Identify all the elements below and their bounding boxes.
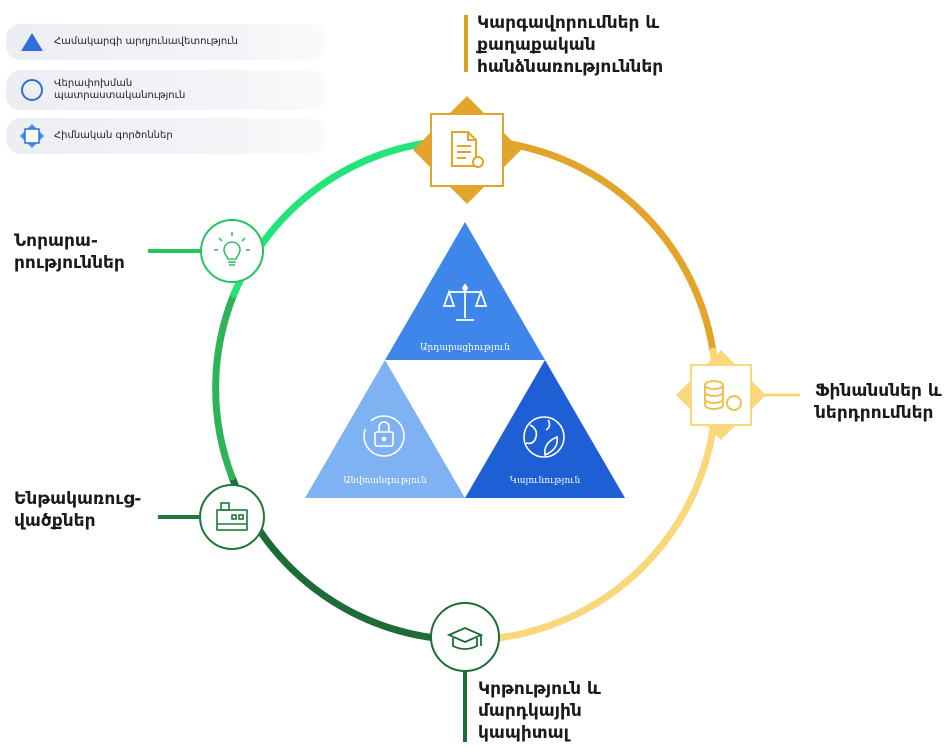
triangle-sustainability: Կայունություն	[465, 360, 625, 498]
legend-item-transition-readiness: Վերափոխման պատրաստականություն	[6, 70, 326, 110]
ring-icon	[21, 79, 43, 101]
outer-ring	[212, 136, 720, 644]
label-line: ներդրումներ	[815, 403, 934, 423]
label-line: Ֆինանսներ և	[815, 381, 942, 401]
label-line: հանձնառություններ	[477, 57, 664, 77]
coins-icon	[704, 380, 742, 411]
legend-item-key-factors: Հիմնական գործոններ	[6, 118, 326, 154]
triangle-equity-label: Արդարացիություն	[420, 343, 510, 353]
document-icon	[451, 131, 484, 168]
lightbulb-icon	[214, 232, 250, 266]
label-line: քաղաքական	[477, 35, 596, 55]
scales-icon	[442, 284, 488, 321]
label-line: վածքներ	[14, 511, 96, 531]
label-finance: Ֆինանսներ և ներդրումներ	[815, 380, 942, 424]
lock-icon	[363, 415, 405, 457]
ring-arc-education-infrastructure	[228, 473, 470, 644]
triangle-equity: Արդարացիություն	[385, 222, 545, 360]
ring-arc-infrastructure-innovation	[212, 290, 238, 481]
label-line: Նորարա-	[14, 231, 98, 251]
label-line: Ենթակառուց-	[14, 489, 142, 509]
triangle-sustainability-label: Կայունություն	[510, 476, 581, 486]
label-line: րություններ	[14, 253, 125, 273]
node-finance	[676, 350, 766, 440]
label-innovation: Նորարա- րություններ	[14, 230, 125, 274]
label-line: կապիտալ	[478, 723, 569, 743]
legend-item-system-efficiency: Համակարգի արդյունավետություն	[6, 24, 326, 60]
graduation-cap-icon	[446, 627, 484, 650]
label-line: մարդկային	[478, 701, 582, 721]
legend-label: Համակարգի արդյունավետություն	[54, 36, 238, 47]
factory-icon	[216, 502, 248, 531]
triangle-security: Անվտանգություն	[305, 360, 465, 498]
node-infrastructure	[199, 484, 265, 550]
legend-label: Հիմնական գործոններ	[54, 130, 173, 141]
legend-label: Վերափոխման պատրաստականություն	[54, 78, 186, 101]
node-education	[430, 602, 500, 672]
triangle-security-label: Անվտանգություն	[343, 476, 427, 486]
node-innovation	[200, 219, 264, 283]
triangle-icon	[21, 33, 43, 51]
label-infrastructure: Ենթակառուց- վածքներ	[14, 488, 141, 532]
label-line: Կրթություն և	[478, 679, 601, 699]
globe-leaf-icon	[523, 416, 565, 458]
diamond-square-icon	[20, 124, 44, 148]
label-regulation: Կարգավորումներ և քաղաքական հանձնառությու…	[477, 12, 663, 78]
label-line: Կարգավորումներ և	[477, 13, 660, 33]
label-education: Կրթություն և մարդկային կապիտալ	[478, 678, 601, 744]
node-regulation	[413, 96, 521, 204]
